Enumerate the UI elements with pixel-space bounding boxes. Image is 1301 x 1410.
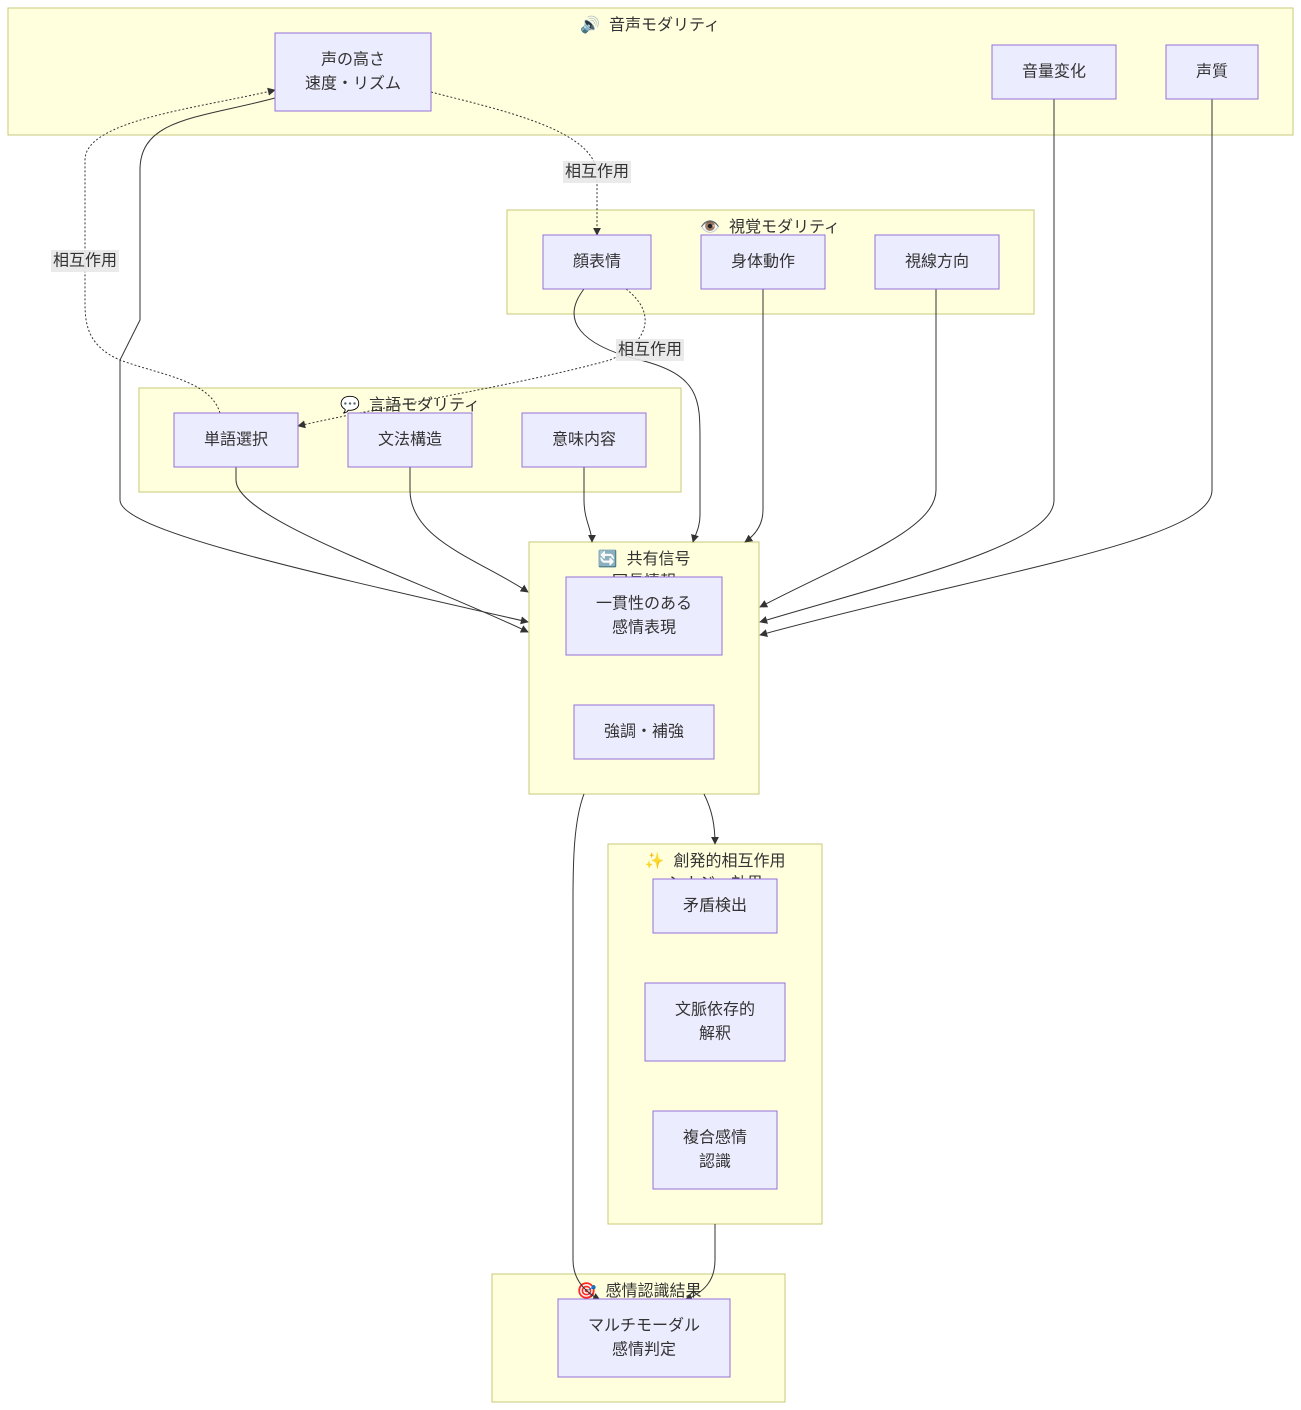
edge-label-face-word: 相互作用 [616,339,684,361]
node-gaze-direction: 視線方向 [874,234,1000,290]
svg-text:矛盾検出: 矛盾検出 [683,896,747,915]
svg-text:複合感情: 複合感情 [683,1128,747,1147]
node-contradiction-detection: 矛盾検出 [652,878,778,934]
svg-text:文法構造: 文法構造 [378,430,442,449]
svg-text:声の高さ: 声の高さ [321,50,385,69]
svg-text:文脈依存的: 文脈依存的 [675,1000,755,1019]
svg-text:速度・リズム: 速度・リズム [305,74,401,93]
svg-text:💬 言語モダリティ: 💬 言語モダリティ [340,395,480,414]
language-group-title: 言語モダリティ [369,395,480,414]
svg-text:単語選択: 単語選択 [204,430,268,449]
eye-icon: 👁️ [700,217,720,236]
svg-text:認識: 認識 [699,1152,731,1171]
svg-text:✨ 創発的相互作用: ✨ 創発的相互作用 [644,851,785,870]
node-consistent-expression: 一貫性のある 感情表現 [565,576,723,656]
result-group-title: 感情認識結果 [606,1281,702,1300]
interaction-label: 相互作用 [565,162,629,181]
speaker-icon: 🔊 [580,15,600,34]
svg-text:解釈: 解釈 [699,1024,731,1043]
svg-text:強調・補強: 強調・補強 [604,722,684,741]
emergent-group-title: 創発的相互作用 [674,851,786,870]
interaction-label: 相互作用 [53,251,117,270]
node-word-choice: 単語選択 [173,412,299,468]
edge-body-to-consistent [744,289,764,543]
node-semantic-content: 意味内容 [521,412,647,468]
edge-quality-to-consistent [759,99,1213,637]
cycle-arrows-icon: 🔄 [597,549,617,568]
interaction-label: 相互作用 [618,340,682,359]
node-emphasis-reinforcement: 強調・補強 [573,704,715,760]
sparkles-icon: ✨ [644,851,664,870]
svg-text:🔄 共有信号: 🔄 共有信号 [597,549,690,568]
svg-text:マルチモーダル: マルチモーダル [588,1316,700,1335]
edge-shared-to-emergent [703,793,719,845]
svg-text:意味内容: 意味内容 [552,430,616,449]
edge-gaze-to-consistent [759,289,937,608]
edge-meaning-to-consistent [583,467,596,543]
edge-shared-to-result [572,793,601,1301]
node-voice-quality: 声質 [1165,44,1259,100]
node-grammar-structure: 文法構造 [347,412,473,468]
edge-word-to-pitch-interaction [84,87,276,414]
edges [84,87,1213,1302]
svg-text:身体動作: 身体動作 [731,252,795,271]
svg-text:一貫性のある: 一貫性のある [596,594,692,613]
node-complex-emotion: 複合感情 認識 [652,1110,778,1190]
voice-group-title: 音声モダリティ [609,15,720,34]
node-pitch-rhythm: 声の高さ 速度・リズム [274,32,432,112]
edge-label-word-pitch: 相互作用 [51,250,119,272]
edge-grammar-to-consistent [409,467,529,593]
edge-label-pitch-face: 相互作用 [563,161,631,183]
svg-text:🔊 音声モダリティ: 🔊 音声モダリティ [580,15,720,34]
speech-bubble-icon: 💬 [340,395,360,414]
svg-text:感情表現: 感情表現 [612,618,676,637]
edge-volume-to-consistent [759,99,1055,624]
edge-face-to-consistent [573,288,701,543]
edge-word-to-consistent [235,467,529,633]
node-facial-expression: 顔表情 [542,234,652,290]
edge-emergent-to-result [684,1224,716,1302]
node-context-interpretation: 文脈依存的 解釈 [644,982,786,1062]
svg-text:声質: 声質 [1196,62,1228,81]
edge-face-to-word-interaction [297,288,646,429]
shared-group-title: 共有信号 [627,549,691,568]
svg-text:感情判定: 感情判定 [612,1340,676,1359]
edge-pitch-to-consistent [119,97,529,625]
svg-text:音量変化: 音量変化 [1022,62,1086,81]
node-volume-change: 音量変化 [991,44,1117,100]
node-multimodal-judgement: マルチモーダル 感情判定 [557,1298,731,1378]
node-body-movement: 身体動作 [700,234,826,290]
svg-text:顔表情: 顔表情 [573,252,621,271]
svg-text:視線方向: 視線方向 [905,252,969,271]
visual-group-title: 視覚モダリティ [729,217,840,236]
svg-text:👁️ 視覚モダリティ: 👁️ 視覚モダリティ [700,217,840,236]
